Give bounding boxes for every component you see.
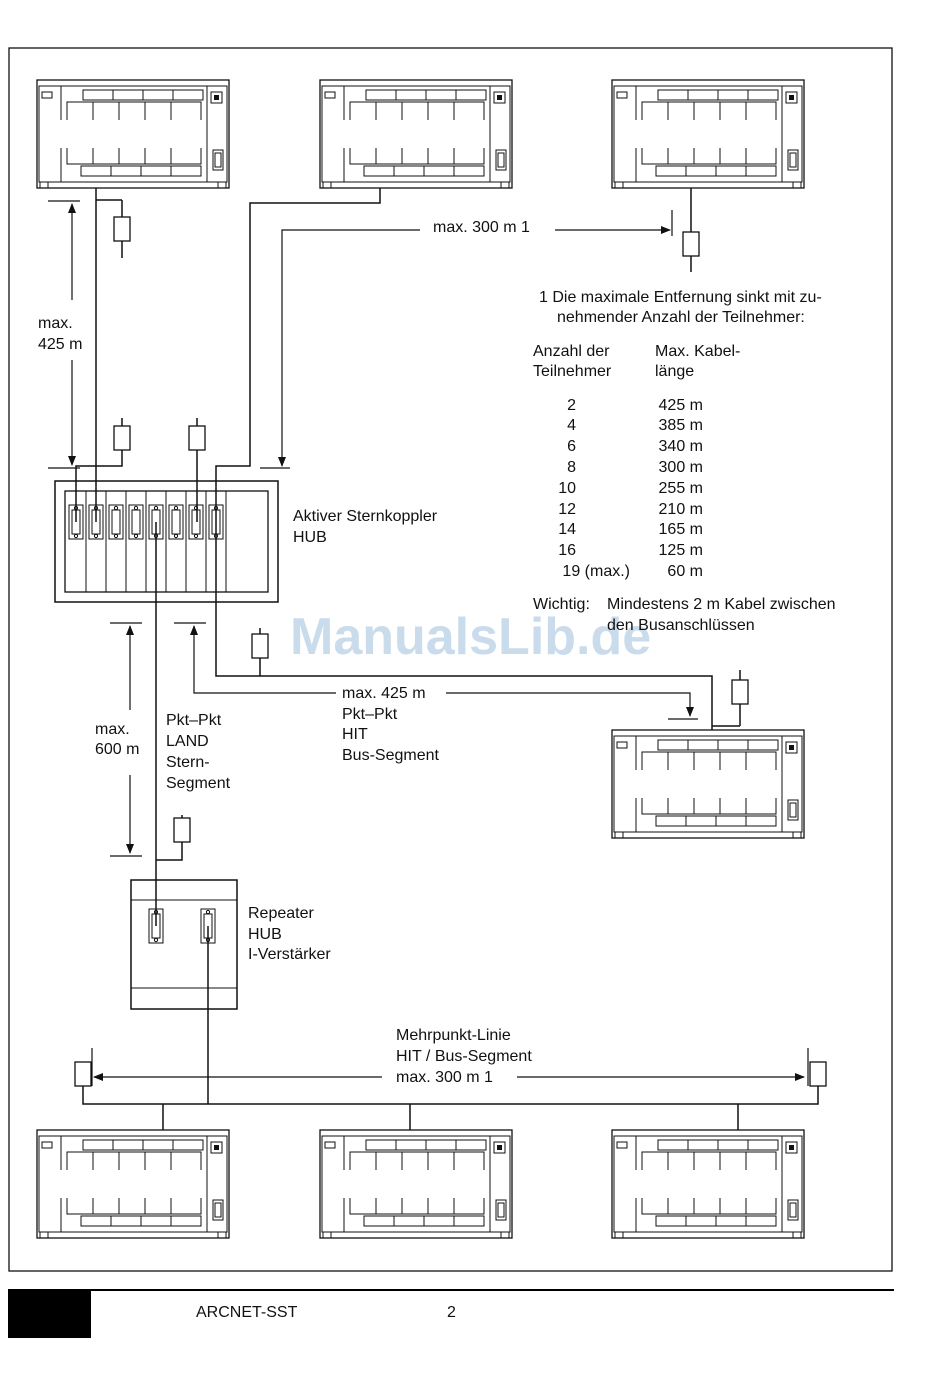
table-n: 10 <box>558 480 576 497</box>
plc-top-center <box>319 79 513 189</box>
footer-document-name: ARCNET-SST <box>196 1304 298 1321</box>
table-col1-a: Anzahl der <box>533 343 610 360</box>
note-line-1: 1 Die maximale Entfernung sinkt mit zu- <box>539 289 822 306</box>
watermark: ManualsLib.de <box>290 608 651 666</box>
footer-black-block <box>8 1289 91 1338</box>
label-multipoint-3: max. 300 m 1 <box>396 1069 493 1086</box>
label-pkt-1: Pkt–Pkt <box>166 712 222 729</box>
terminator-9 <box>809 1061 827 1087</box>
footer-page-number: 2 <box>447 1304 456 1321</box>
label-hub-a: Aktiver Sternkoppler <box>293 508 438 525</box>
terminator-3 <box>113 425 131 451</box>
label-multipoint-2: HIT / Bus-Segment <box>396 1048 532 1065</box>
table-len: 210 m <box>659 501 703 518</box>
terminator-8 <box>74 1061 92 1087</box>
label-pkt-4: Segment <box>166 775 231 792</box>
label-max425-a: max. <box>38 315 73 332</box>
label-wichtig-2: den Busanschlüssen <box>607 617 755 634</box>
terminator-5 <box>251 633 269 659</box>
star-coupler-hub <box>54 480 279 603</box>
plc-bottom-center <box>319 1129 513 1239</box>
label-repeater-1: Repeater <box>248 905 314 922</box>
table-n: 8 <box>567 459 576 476</box>
table-n: 12 <box>558 501 576 518</box>
plc-right-middle <box>611 729 805 839</box>
table-len: 340 m <box>659 438 703 455</box>
label-pkt-2: LAND <box>166 733 209 750</box>
table-len: 300 m <box>659 459 703 476</box>
label-wichtig-1: Mindestens 2 m Kabel zwischen <box>607 596 836 613</box>
plc-top-left <box>36 79 230 189</box>
table-len: 385 m <box>659 417 703 434</box>
dimension-arrows <box>48 200 809 1086</box>
footer-rule <box>91 1289 894 1291</box>
plc-top-right <box>611 79 805 189</box>
table-len: 125 m <box>659 542 703 559</box>
label-multipoint-1: Mehrpunkt-Linie <box>396 1027 511 1044</box>
terminator-6 <box>731 679 749 705</box>
table-col2-b: länge <box>655 363 694 380</box>
label-hit-2: Pkt–Pkt <box>342 706 398 723</box>
label-pkt-3: Stern- <box>166 754 210 771</box>
terminator-7 <box>173 817 191 843</box>
label-hit-3: HIT <box>342 726 368 743</box>
table-len: 60 m <box>667 563 703 580</box>
cable-length-table: 2 425 m 4 385 m 6 340 m 8 300 m 10 255 m… <box>558 397 703 580</box>
table-col1-b: Teilnehmer <box>533 363 612 380</box>
table-len: 255 m <box>659 480 703 497</box>
label-wichtig: Wichtig: <box>533 596 590 613</box>
label-hub-b: HUB <box>293 529 327 546</box>
label-repeater-2: HUB <box>248 926 282 943</box>
repeater-hub <box>130 879 238 1010</box>
terminator-1 <box>113 216 131 242</box>
note-line-2: nehmender Anzahl der Teilnehmer: <box>557 309 805 326</box>
table-n: 19 (max.) <box>562 563 630 580</box>
table-n: 14 <box>558 521 576 538</box>
plc-bottom-right <box>611 1129 805 1239</box>
label-repeater-3: I-Verstärker <box>248 946 331 963</box>
plc-bottom-left <box>36 1129 230 1239</box>
table-len: 165 m <box>659 521 703 538</box>
table-len: 425 m <box>659 397 703 414</box>
label-max600-a: max. <box>95 721 130 738</box>
table-col2-a: Max. Kabel- <box>655 343 740 360</box>
label-hit-1: max. 425 m <box>342 685 426 702</box>
label-dist-top: max. 300 m 1 <box>433 219 530 236</box>
cables <box>75 188 819 1130</box>
table-n: 16 <box>558 542 576 559</box>
label-hit-4: Bus-Segment <box>342 747 439 764</box>
table-n: 4 <box>567 417 576 434</box>
label-max425-b: 425 m <box>38 336 82 353</box>
table-n: 2 <box>567 397 576 414</box>
frame-border <box>8 47 893 1272</box>
table-n: 6 <box>567 438 576 455</box>
terminator-4 <box>188 425 206 451</box>
terminator-2 <box>682 231 700 257</box>
label-max600-b: 600 m <box>95 741 139 758</box>
